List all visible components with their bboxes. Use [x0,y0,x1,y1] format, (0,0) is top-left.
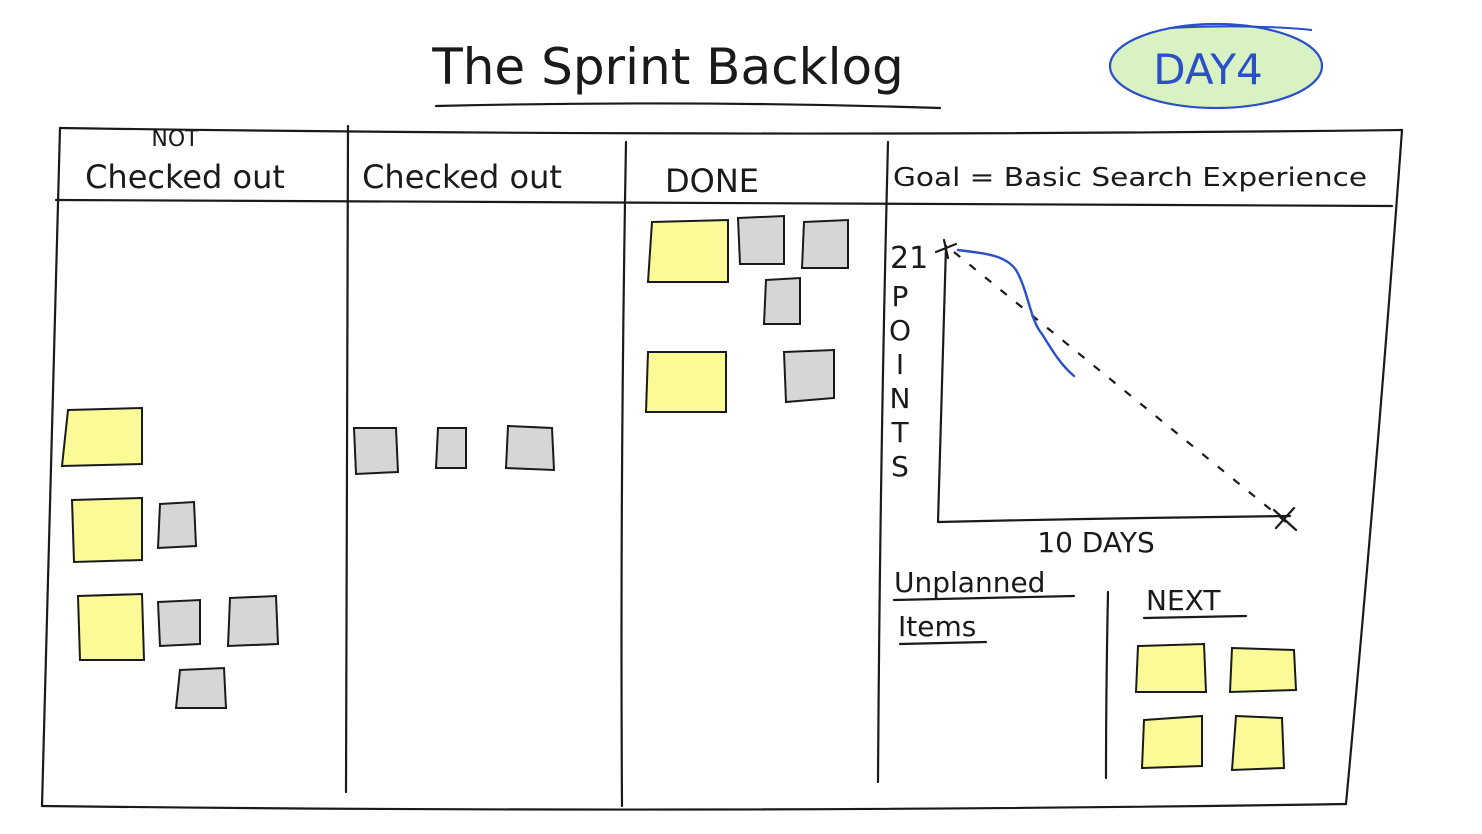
sticky-gray[interactable] [762,276,801,325]
day-badge-ellipse [1108,22,1324,110]
burndown-y-axis-letter: S [891,450,909,483]
sticky-gray[interactable] [352,427,400,476]
unplanned-underline-1 [892,594,1076,602]
day-badge-label: DAY4 [1153,45,1262,94]
title-underline [434,102,942,110]
burndown-start-mark [934,238,958,260]
burndown-ideal-line [953,251,1287,523]
burndown-y-axis-letter: I [896,348,904,381]
sticky-gray[interactable] [800,218,849,269]
column-header-checked-out: Checked out [362,158,562,196]
sticky-gray[interactable] [736,214,785,265]
burndown-end-mark [1272,506,1298,532]
column-header-not-checked-out-line2: Checked out [85,158,285,196]
burndown-y-axis-letter: O [889,314,911,347]
sticky-gray[interactable] [504,424,556,472]
not-checked-out-stickies [60,406,280,709]
burndown-x-axis-label: 10 DAYS [1037,526,1154,559]
column-header-not-checked-out-line1: NOT [151,127,199,152]
sticky-yellow[interactable] [1140,714,1203,770]
board-frame-bottom [40,802,1348,811]
sticky-gray[interactable] [156,500,198,550]
board-frame-top [58,126,1404,135]
board-title: The Sprint Backlog [431,38,904,96]
column-divider-3 [876,140,890,784]
burndown-x-axis [936,514,1292,524]
sticky-gray[interactable] [156,598,201,648]
unplanned-items-section: Unplanned Items [892,566,1076,646]
board-frame-right [1344,128,1404,806]
next-section: NEXT [1104,584,1298,780]
next-underline [1142,614,1248,620]
sticky-yellow[interactable] [646,218,729,283]
day-badge-overlap-stroke [1169,25,1313,31]
header-divider-line [54,198,1394,208]
burndown-y-axis [936,244,948,524]
sticky-gray[interactable] [434,427,467,469]
burndown-actual-line [956,248,1076,378]
sticky-yellow[interactable] [60,406,143,468]
column-divider-2 [620,140,628,808]
sticky-yellow[interactable] [1134,642,1208,693]
done-stickies [644,214,849,413]
day-badge: DAY4 [1108,22,1324,110]
sticky-yellow[interactable] [70,496,143,564]
column-header-goal: Goal = Basic Search Experience [893,163,1367,193]
burndown-y-axis-letter: N [890,382,911,415]
sticky-gray[interactable] [782,348,835,404]
board-frame-left [40,126,62,808]
sticky-yellow[interactable] [1228,646,1298,694]
unplanned-label-line1: Unplanned [894,566,1045,599]
burndown-y-max-label: 21 [890,241,928,276]
unplanned-underline-2 [898,640,988,646]
sticky-yellow[interactable] [76,592,146,661]
sticky-yellow[interactable] [644,351,727,413]
sticky-gray[interactable] [226,594,280,648]
next-divider [1104,590,1110,780]
next-label: NEXT [1146,584,1221,617]
checked-out-stickies [352,424,556,476]
unplanned-label-line2: Items [898,610,976,643]
burndown-y-axis-letter: P [892,280,909,313]
column-divider-1 [344,124,350,794]
sticky-gray[interactable] [174,666,228,709]
burndown-y-axis-letter: T [890,416,909,449]
column-header-done: DONE [665,162,759,200]
sticky-yellow[interactable] [1230,714,1286,772]
